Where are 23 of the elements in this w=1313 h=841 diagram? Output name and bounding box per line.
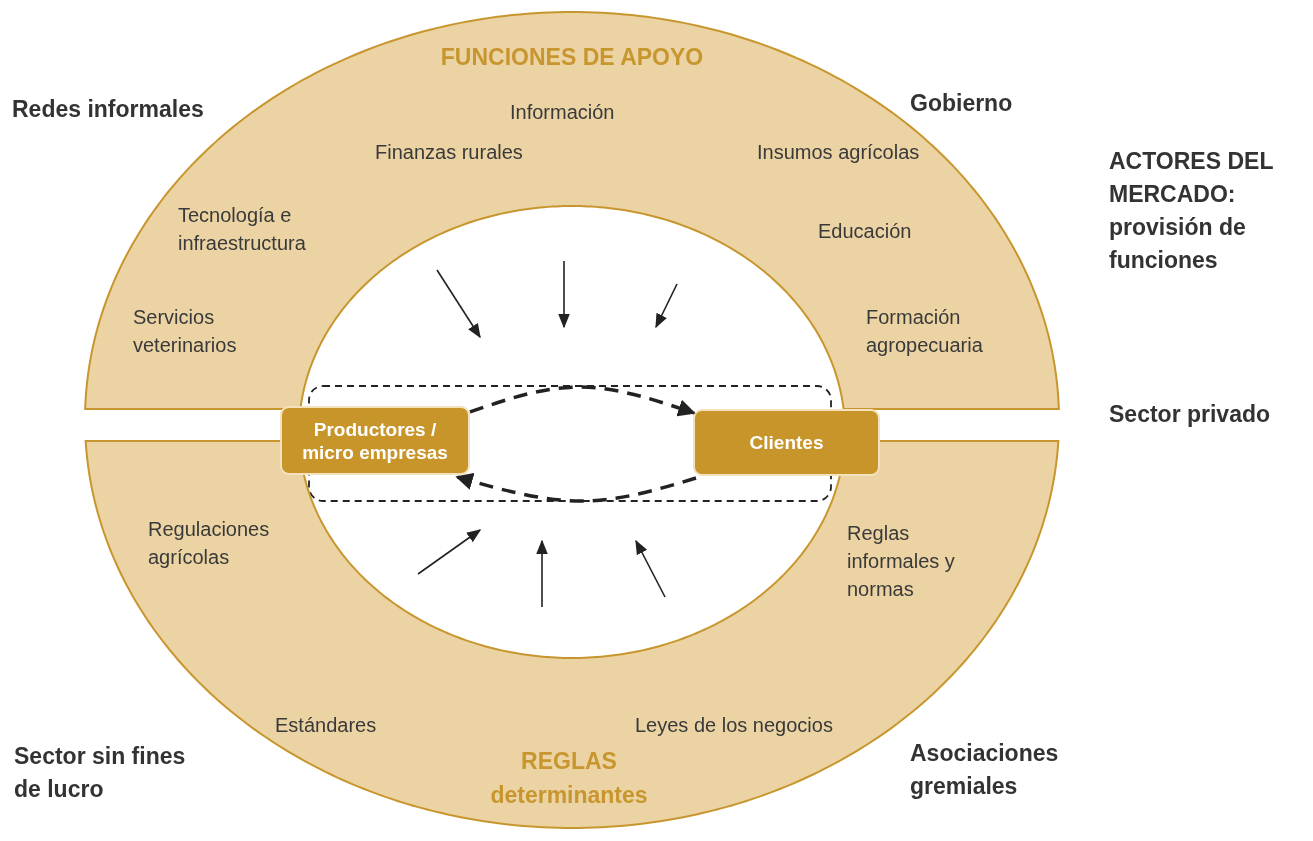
rule-label: Regulaciones agrícolas [148, 517, 271, 570]
support-function-label: Tecnología e infraestructura [178, 203, 307, 256]
flow-arrow [455, 472, 697, 503]
support-function-label: Servicios veterinarios [133, 305, 238, 358]
support-function-label: Insumos agrícolas [757, 140, 921, 165]
band-heading: FUNCIONES DE APOYO [439, 43, 705, 72]
support-function-label: Información [510, 100, 616, 125]
actor-label: Sector privado [1109, 400, 1272, 429]
rule-label: Reglas informales y normas [847, 521, 956, 602]
rule-label: Leyes de los negocios [635, 713, 834, 738]
support-function-label: Finanzas rurales [375, 140, 524, 165]
actor-label: Asociaciones gremiales [910, 739, 1060, 801]
rule-label: Estándares [275, 713, 378, 738]
actor-label: Sector sin fines de lucro [14, 742, 187, 804]
support-function-label: Formación agropecuaria [866, 305, 984, 358]
flow-arrow [469, 385, 696, 417]
actor-box: Clientes [693, 409, 880, 476]
actor-box: Productores / micro empresas [280, 406, 470, 475]
actor-label: Redes informales [12, 95, 205, 124]
actor-label: Gobierno [910, 89, 1014, 118]
support-function-label: Educación [818, 219, 913, 244]
band-heading: REGLAS determinantes [489, 747, 649, 810]
actor-label: ACTORES DEL MERCADO: provisión de funciones [1109, 147, 1274, 275]
